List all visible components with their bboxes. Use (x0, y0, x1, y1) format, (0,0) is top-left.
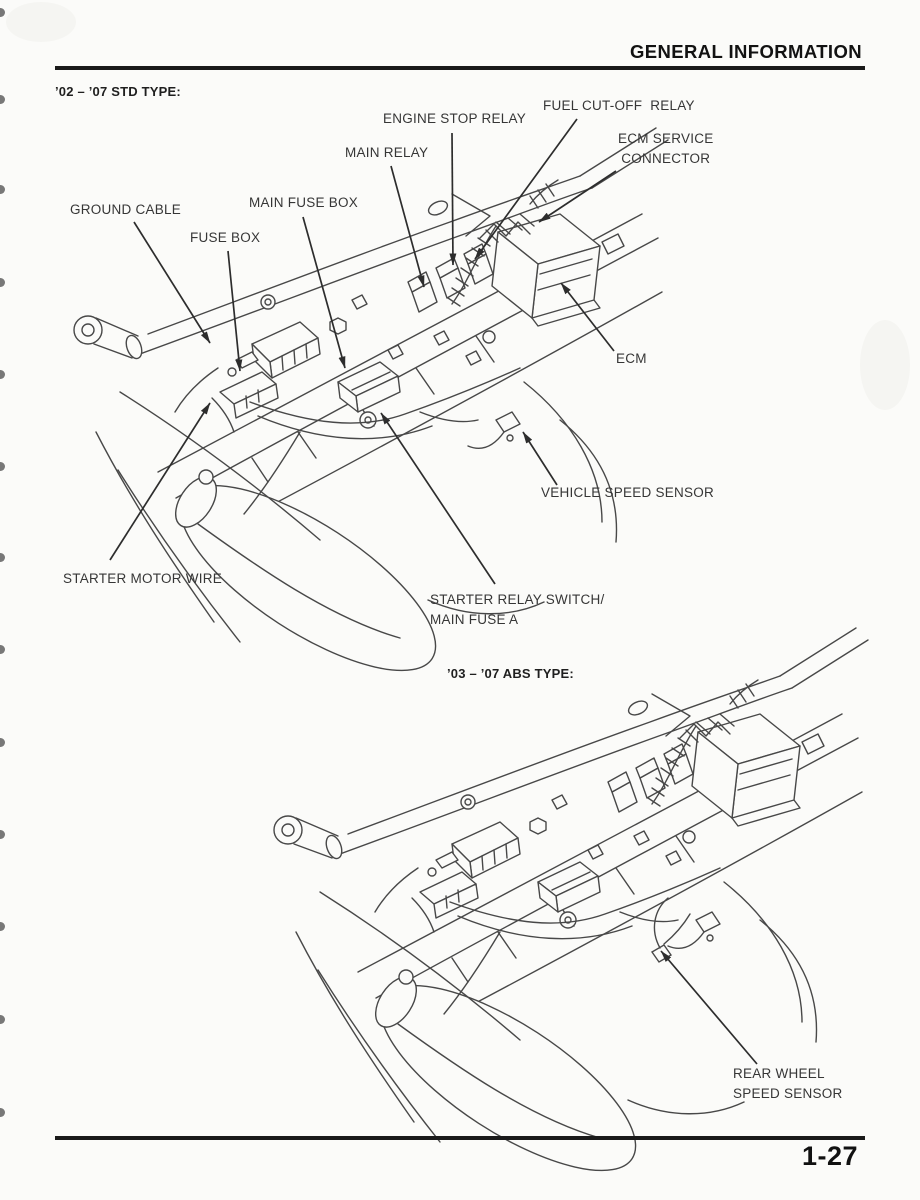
binding-mark (0, 1015, 5, 1024)
header-rule (55, 66, 865, 70)
binding-mark (0, 278, 5, 287)
binding-mark (0, 8, 5, 17)
label-ground-cable: GROUND CABLE (70, 202, 182, 217)
label-ecm: ECM (616, 351, 647, 366)
binding-mark (0, 830, 5, 839)
binding-mark (0, 922, 5, 931)
abs-leader-lines (660, 950, 758, 1065)
binding-mark (0, 645, 5, 654)
rear-wheel-speed-sensor-art (650, 897, 691, 963)
abs-diagram-art (273, 627, 869, 1200)
page-number: 1-27 (801, 1141, 858, 1171)
label-starter-relay-switch-main-fuse-a: STARTER RELAY SWITCH/ MAIN FUSE A (430, 592, 605, 628)
std-leader-lines (109, 118, 617, 585)
label-main-relay: MAIN RELAY (345, 145, 429, 160)
label-fuse-box: FUSE BOX (190, 230, 261, 245)
std-type-heading: ’02 – ’07 STD TYPE: (55, 84, 181, 99)
label-ecm-service-connector: ECM SERVICE CONNECTOR (618, 131, 714, 167)
footer-rule (55, 1136, 865, 1140)
abs-type-heading: ’03 – ’07 ABS TYPE: (447, 666, 574, 681)
label-main-fuse-box: MAIN FUSE BOX (249, 195, 359, 210)
binding-mark (0, 738, 5, 747)
binding-mark (0, 462, 5, 471)
label-rear-wheel-speed-sensor: REAR WHEEL SPEED SENSOR (733, 1066, 843, 1102)
label-starter-motor-wire: STARTER MOTOR WIRE (63, 571, 223, 586)
binding-mark (0, 95, 5, 104)
binding-mark (0, 1108, 5, 1117)
label-fuel-cut-off-relay: FUEL CUT-OFF RELAY (543, 98, 695, 113)
page-title: GENERAL INFORMATION (630, 41, 862, 62)
binding-mark (0, 553, 5, 562)
label-engine-stop-relay: ENGINE STOP RELAY (383, 111, 527, 126)
binding-mark (0, 185, 5, 194)
binding-mark (0, 370, 5, 379)
label-vehicle-speed-sensor: VEHICLE SPEED SENSOR (541, 485, 715, 500)
